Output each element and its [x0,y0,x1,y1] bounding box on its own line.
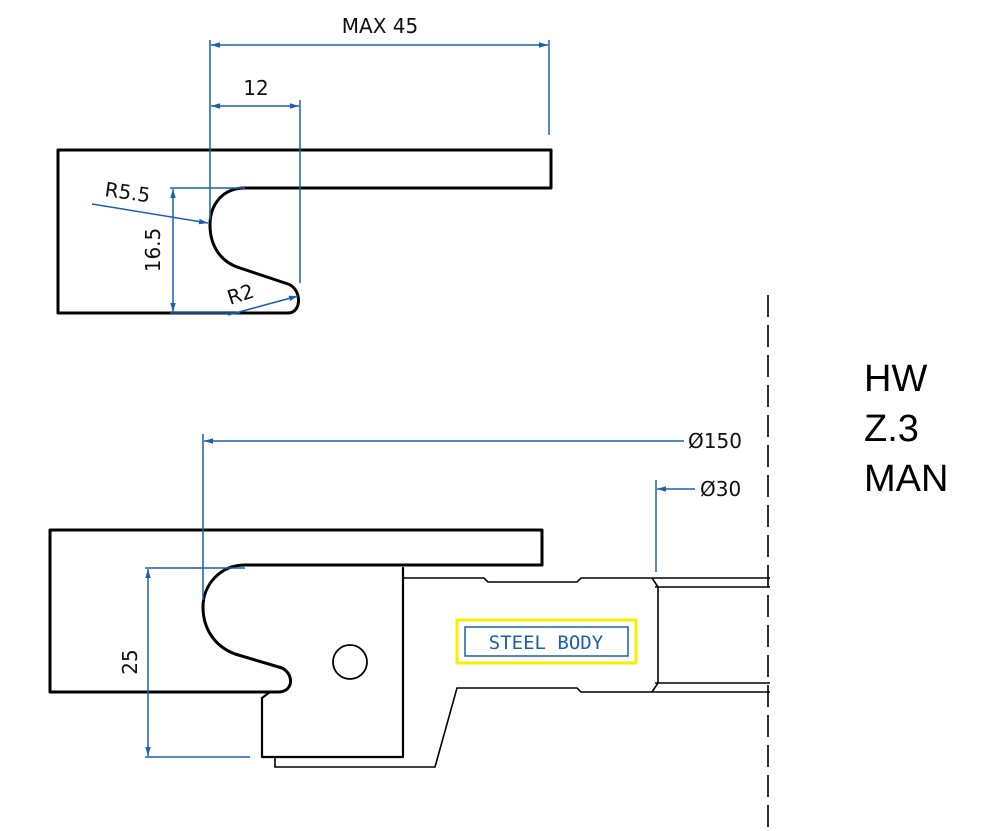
dimension-r5-5: R5.5 [91,177,209,225]
bore-diameter-label: Ø30 [700,477,741,501]
dimension-16-5: 16.5 [141,187,245,314]
top-view-profile [56,148,553,315]
max-width-label: MAX 45 [342,14,418,38]
material-label: STEEL BODY [489,632,604,654]
tool-body [260,566,770,768]
width-label: 12 [243,76,268,100]
blade-profile [48,528,544,694]
dimension-max-45: MAX 45 [209,14,550,220]
dimension-diameter-30: Ø30 [655,477,741,572]
body-height-label: 25 [118,649,142,674]
note-line-2: Z.3 [864,408,919,450]
note-line-3: MAN [864,458,949,500]
radius-large-label: R5.5 [103,177,152,207]
dimension-25: 25 [118,567,250,758]
note-line-1: HW [864,358,928,400]
mounting-hole [332,644,368,680]
material-label-box: STEEL BODY [455,618,638,665]
dimension-12: 12 [211,76,301,283]
outer-diameter-label: Ø150 [688,429,742,453]
dimension-diameter-150: Ø150 [202,429,742,600]
radius-small-label: R2 [224,279,257,310]
height-label: 16.5 [141,228,165,273]
